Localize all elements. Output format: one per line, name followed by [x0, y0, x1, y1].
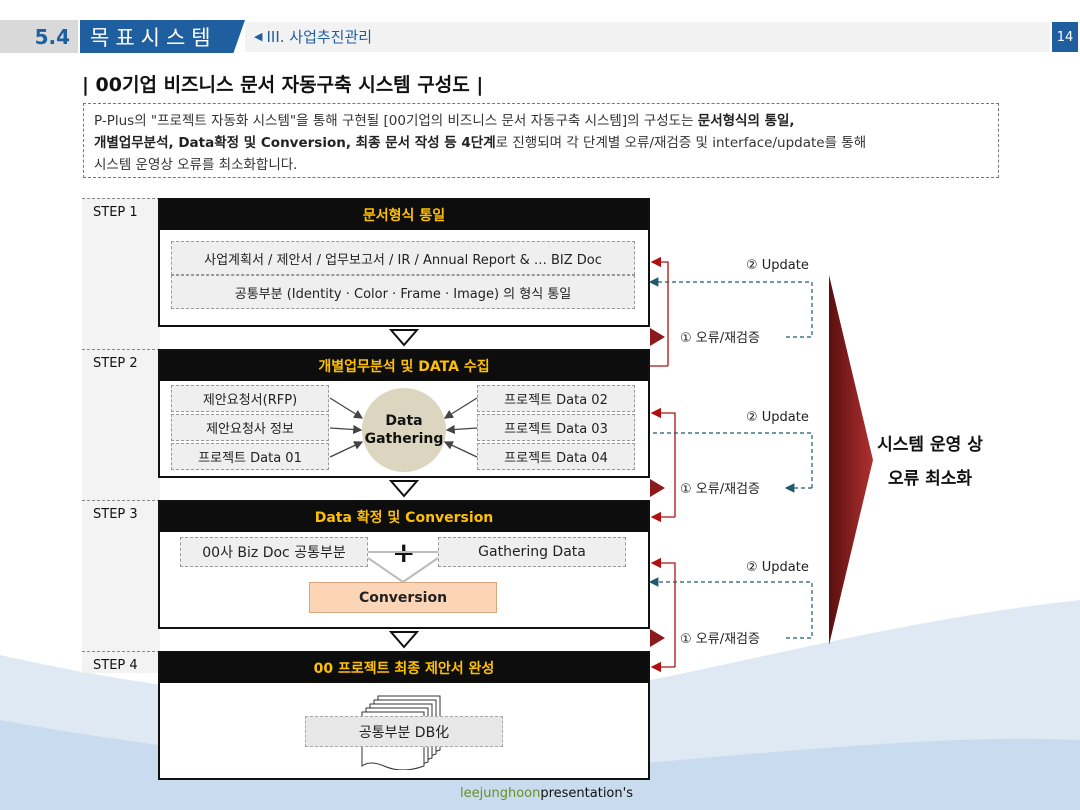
desc-line1-b: 문서형식의 통일,: [697, 113, 795, 129]
page-title: | 00기업 비즈니스 문서 자동구축 시스템 구성도 |: [82, 74, 484, 96]
step-3-label: STEP 3: [93, 507, 138, 522]
step-1-label: STEP 1: [93, 205, 138, 220]
circle-label-line2: Gathering: [364, 431, 444, 447]
step-1-doc-types: 사업계획서 / 제안서 / 업무보고서 / IR / Annual Report…: [171, 241, 635, 275]
update-label: ② Update: [746, 258, 809, 273]
plus-icon: +: [392, 536, 416, 569]
big-right-arrow: [829, 275, 873, 645]
step-label-column: [82, 198, 160, 673]
desc-line3: 시스템 운영상 오류를 최소화합니다.: [94, 157, 298, 173]
result-line2: 오류 최소화: [887, 469, 973, 489]
header-bar: [245, 22, 1050, 52]
step-2-title: 개별업무분석 및 DATA 수집: [160, 351, 648, 381]
section-title: 목표시스템: [80, 20, 245, 53]
step-divider: [82, 651, 160, 652]
desc-line2-b: 로 진행되며 각 단계별 오류/재검증 및 interface/update를 …: [495, 135, 867, 151]
result-line1: 시스템 운영 상: [877, 435, 983, 455]
description-box: P-Plus의 "프로젝트 자동화 시스템"을 통해 구현될 [00기업의 비즈…: [83, 103, 999, 178]
step-2-right-item: 프로젝트 Data 03: [477, 414, 635, 441]
update-label: ② Update: [746, 560, 809, 575]
result-text: 시스템 운영 상 오류 최소화: [860, 428, 1000, 496]
error-recheck-label: ① 오류/재검증: [680, 632, 760, 647]
step-divider: [82, 198, 160, 199]
step-1-title: 문서형식 통일: [160, 200, 648, 230]
step-2-right-item: 프로젝트 Data 02: [477, 385, 635, 412]
step-4-label: STEP 4: [93, 658, 138, 673]
page-number: 14: [1052, 22, 1078, 52]
conversion-box: Conversion: [309, 582, 497, 613]
step-divider: [82, 500, 160, 501]
update-label: ② Update: [746, 410, 809, 425]
desc-line2-a: 개별업무분석, Data확정 및 Conversion, 최종 문서 작성 등 …: [94, 135, 496, 151]
step-2-label: STEP 2: [93, 356, 138, 371]
breadcrumb[interactable]: ◀ III. 사업추진관리: [254, 26, 372, 47]
db-label-box: 공통부분 DB化: [305, 716, 503, 747]
footer-part2: presentation's: [540, 786, 633, 801]
step-3-title: Data 확정 및 Conversion: [160, 502, 648, 532]
step-2-right-item: 프로젝트 Data 04: [477, 443, 635, 470]
step-1-common-format: 공통부분 (Identity · Color · Frame · Image) …: [171, 275, 635, 309]
error-recheck-label: ① 오류/재검증: [680, 331, 760, 346]
step-4-title: 00 프로젝트 최종 제안서 완성: [160, 653, 648, 683]
step-2-left-item: 제안요청서(RFP): [171, 385, 329, 412]
step-2-left-item: 제안요청사 정보: [171, 414, 329, 441]
footer-credit: leejunghoonpresentation's: [460, 786, 633, 801]
step-divider: [82, 349, 160, 350]
step-3-gathering-box: Gathering Data: [438, 537, 626, 567]
footer-part1: leejunghoon: [460, 786, 541, 801]
breadcrumb-label: III. 사업추진관리: [266, 28, 373, 46]
triangle-left-icon: ◀: [254, 30, 263, 43]
data-gathering-circle: Data Gathering: [362, 388, 446, 472]
step-3-common-box: 00사 Biz Doc 공통부분: [180, 537, 368, 567]
desc-line1-a: P-Plus의 "프로젝트 자동화 시스템"을 통해 구현될 [00기업의 비즈…: [94, 113, 698, 129]
circle-label-line1: Data: [385, 413, 423, 429]
error-recheck-label: ① 오류/재검증: [680, 482, 760, 497]
step-2-left-item: 프로젝트 Data 01: [171, 443, 329, 470]
section-number: 5.4: [0, 20, 78, 53]
